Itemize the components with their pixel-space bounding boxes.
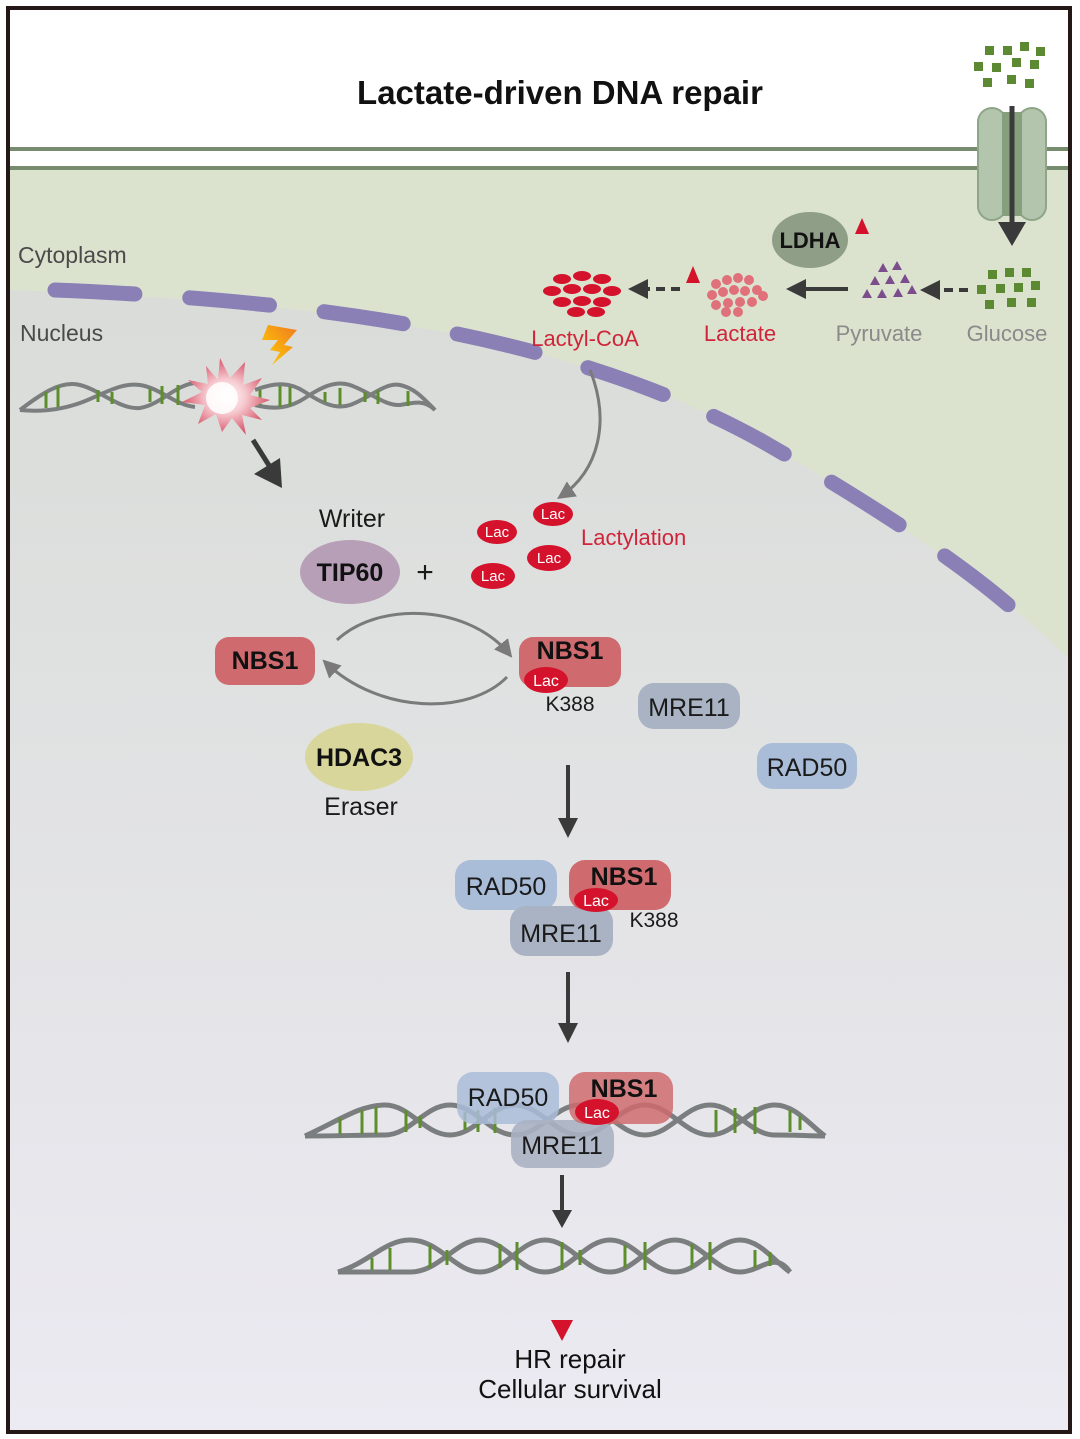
- mrn-nbs1-label: NBS1: [591, 863, 658, 891]
- bound-rad50-label: RAD50: [468, 1084, 549, 1112]
- figure-title: Lactate-driven DNA repair: [357, 74, 763, 111]
- k388-site-label: K388: [545, 693, 594, 716]
- lactylation-label: Lactylation: [581, 525, 686, 550]
- dna-damage-burst-icon: [182, 358, 270, 435]
- delactylation-arrow: [322, 659, 509, 706]
- svg-text:Lac: Lac: [583, 893, 609, 910]
- mrn-complex: [455, 860, 671, 956]
- outcome-hr-repair: HR repair: [514, 1344, 626, 1374]
- hdac3-eraser: [305, 723, 413, 791]
- lactylation-arrow: [335, 611, 513, 658]
- pyruvate-label: Pyruvate: [836, 321, 923, 346]
- rad50-label: RAD50: [767, 754, 848, 782]
- pyruvate-icon: [862, 261, 917, 298]
- plus-sign: +: [416, 556, 434, 589]
- bound-nbs1-label: NBS1: [591, 1075, 658, 1103]
- nbs1-lac-mark: Lac: [524, 667, 568, 693]
- ldha-enzyme: [772, 212, 848, 268]
- lactyl-coa-label: Lactyl-CoA: [531, 326, 639, 351]
- lactate-label: Lactate: [704, 321, 776, 346]
- mre11-label: MRE11: [648, 694, 730, 722]
- recruitment-arrow: [558, 972, 578, 1043]
- svg-text:Lac: Lac: [485, 524, 510, 541]
- svg-text:Lac: Lac: [533, 673, 559, 690]
- figure-frame: [6, 6, 1072, 1434]
- ldha-label: LDHA: [779, 228, 840, 253]
- nbs1-label: NBS1: [232, 647, 299, 675]
- tip60-writer: [300, 540, 400, 604]
- lactyl-coa-icon: [543, 271, 621, 317]
- mrn-rad50-label: RAD50: [466, 873, 547, 901]
- cytoplasmic-glucose-icon: [977, 268, 1040, 309]
- repair-arrow: [552, 1175, 572, 1228]
- svg-text:Lac: Lac: [584, 1105, 610, 1122]
- repaired-dna-helix-icon: [337, 1237, 793, 1275]
- mrn-mre11-label: MRE11: [520, 920, 602, 948]
- ldha-up-arrow-icon: [855, 218, 869, 268]
- extracellular-space: [8, 8, 1070, 148]
- outcome-arrow: [551, 1282, 573, 1341]
- rad50-free: [757, 743, 857, 789]
- writer-label: Writer: [319, 505, 385, 533]
- mre11-free: [638, 683, 740, 729]
- svg-text:Lac: Lac: [541, 506, 566, 523]
- lightning-bolt-icon: [262, 325, 297, 365]
- lactylcoa-to-nucleus-arrow: [557, 369, 602, 500]
- outcome-cellular-survival: Cellular survival: [478, 1374, 662, 1404]
- glucose-transporter-icon: [977, 106, 1047, 246]
- svg-text:Lac: Lac: [537, 550, 562, 567]
- tip60-label: TIP60: [317, 559, 384, 587]
- lac-mark: Lac: [527, 545, 571, 571]
- eraser-label: Eraser: [324, 793, 398, 821]
- nucleus-label: Nucleus: [20, 320, 103, 346]
- mrn-k388-label: K388: [629, 909, 678, 932]
- svg-text:Lac: Lac: [481, 568, 506, 585]
- assembly-arrow: [558, 765, 578, 838]
- lactate-up-arrow-icon: [686, 266, 700, 315]
- lactate-icon: [707, 273, 768, 317]
- nbs1-lactylated-label: NBS1: [537, 637, 604, 665]
- lac-mark: Lac: [533, 502, 573, 526]
- nuclear-envelope: [47, 282, 1053, 648]
- lac-mark: Lac: [471, 563, 515, 589]
- mrn-lac-mark: Lac: [574, 888, 618, 912]
- cytoplasm-label: Cytoplasm: [18, 242, 127, 268]
- extracellular-glucose-icon: [974, 42, 1045, 88]
- glucose-label: Glucose: [967, 321, 1048, 346]
- damaged-dna-helix-icon: [18, 381, 437, 413]
- hdac3-label: HDAC3: [316, 744, 402, 772]
- lac-mark: Lac: [477, 520, 517, 544]
- bound-mre11-label: MRE11: [521, 1132, 603, 1160]
- bound-lac-mark: Lac: [575, 1099, 619, 1125]
- nbs1-unmodified: [215, 637, 315, 685]
- damage-to-writer-arrow: [250, 438, 282, 488]
